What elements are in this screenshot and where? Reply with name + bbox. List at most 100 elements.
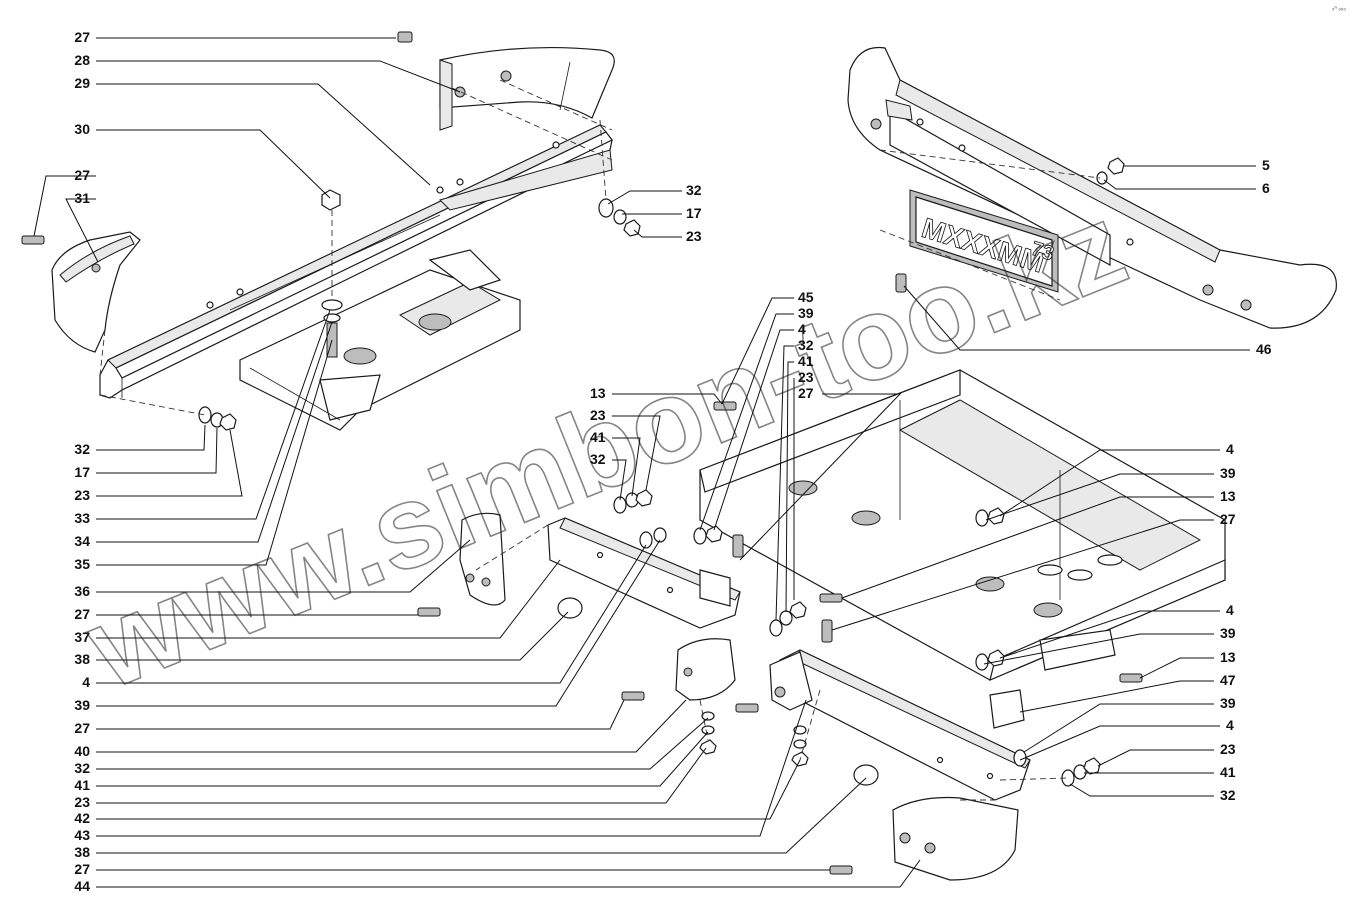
left-callout-group: 27 28 29 30 27 31 32 17 xyxy=(33,29,921,894)
callout-u4: 13 xyxy=(590,385,723,405)
svg-text:37: 37 xyxy=(74,629,90,645)
svg-text:39: 39 xyxy=(1220,465,1236,481)
callout-r5: 39 xyxy=(985,465,1236,521)
front-bumper-end-cap-left xyxy=(51,231,141,353)
svg-text:38: 38 xyxy=(74,651,90,667)
svg-text:38: 38 xyxy=(74,844,90,860)
svg-text:4: 4 xyxy=(1226,717,1234,733)
callout-l4: 30 xyxy=(74,121,331,199)
callout-l5: 27 xyxy=(33,167,96,237)
callout-l13: 36 xyxy=(74,539,471,599)
svg-text:29: 29 xyxy=(74,75,90,91)
svg-text:4: 4 xyxy=(1226,602,1234,618)
callout-r14: 23 xyxy=(1097,741,1236,767)
callout-l22: 41 xyxy=(74,731,709,793)
svg-text:33: 33 xyxy=(74,510,90,526)
callout-u13: 23 xyxy=(793,369,814,600)
svg-text:4: 4 xyxy=(82,674,90,690)
svg-text:13: 13 xyxy=(590,385,606,401)
svg-text:4: 4 xyxy=(1226,441,1234,457)
callout-l16: 38 xyxy=(74,611,569,667)
callout-r7: 27 xyxy=(831,511,1236,631)
svg-text:32: 32 xyxy=(74,760,90,776)
callout-r11: 47 xyxy=(1019,672,1236,713)
callout-r10: 13 xyxy=(1139,649,1236,679)
svg-text:32: 32 xyxy=(1220,787,1236,803)
svg-text:23: 23 xyxy=(798,369,814,385)
svg-text:42: 42 xyxy=(74,810,90,826)
svg-text:39: 39 xyxy=(1220,695,1236,711)
callout-u8: 45 xyxy=(721,289,814,405)
svg-text:6: 6 xyxy=(1262,180,1270,196)
svg-text:13: 13 xyxy=(1220,488,1236,504)
svg-text:27: 27 xyxy=(74,606,90,622)
bolts xyxy=(417,273,1143,875)
mount-plate-right xyxy=(989,629,1116,767)
svg-text:32: 32 xyxy=(686,182,702,198)
callout-u10: 4 xyxy=(713,321,806,531)
svg-text:4: 4 xyxy=(798,321,806,337)
right-callout-group: 5 6 46 4 39 13 27 4 xyxy=(831,157,1272,803)
callout-l28: 44 xyxy=(74,859,921,894)
svg-text:27: 27 xyxy=(74,861,90,877)
svg-text:39: 39 xyxy=(74,697,90,713)
callout-l2: 28 xyxy=(74,52,461,93)
svg-text:45: 45 xyxy=(798,289,814,305)
callout-l11: 34 xyxy=(74,321,333,549)
svg-text:27: 27 xyxy=(74,167,90,183)
svg-text:23: 23 xyxy=(590,407,606,423)
callout-r2: 6 xyxy=(1103,179,1270,196)
callout-l8: 17 xyxy=(74,427,218,480)
callout-r8: 4 xyxy=(999,602,1234,659)
callout-l23: 23 xyxy=(74,747,707,810)
svg-text:27: 27 xyxy=(74,29,90,45)
callout-l20: 40 xyxy=(74,699,687,759)
svg-text:17: 17 xyxy=(686,205,702,221)
svg-text:23: 23 xyxy=(74,487,90,503)
callout-u14: 27 xyxy=(739,385,902,561)
front-bumper-end-cap-right xyxy=(439,46,615,131)
callout-l27: 27 xyxy=(74,861,830,877)
callout-l1: 27 xyxy=(74,29,396,45)
svg-text:41: 41 xyxy=(798,353,814,369)
callout-l17: 4 xyxy=(82,544,647,690)
callout-l25: 43 xyxy=(74,699,807,843)
svg-text:39: 39 xyxy=(798,305,814,321)
svg-text:13: 13 xyxy=(1220,649,1236,665)
callout-l14: 27 xyxy=(74,606,418,622)
bracket-43 xyxy=(769,651,813,711)
svg-text:46: 46 xyxy=(1256,341,1272,357)
callout-l10: 33 xyxy=(74,309,331,526)
rear-spar-left xyxy=(547,517,741,629)
svg-text:30: 30 xyxy=(74,121,90,137)
callout-r12: 39 xyxy=(1023,695,1236,753)
rubber-block xyxy=(675,638,736,701)
callout-u2: 17 xyxy=(622,205,702,221)
corner-mark: ₀ⁿ ₀₀₀ xyxy=(1332,5,1346,12)
front-mounting-bracket xyxy=(239,249,521,431)
svg-text:31: 31 xyxy=(74,190,90,206)
svg-text:27: 27 xyxy=(1220,511,1236,527)
svg-text:35: 35 xyxy=(74,556,90,572)
callout-u5: 23 xyxy=(590,407,661,491)
callout-l6: 31 xyxy=(65,190,99,263)
svg-text:41: 41 xyxy=(74,777,90,793)
callout-l9: 23 xyxy=(74,429,243,503)
svg-text:27: 27 xyxy=(798,385,814,401)
round-pads xyxy=(557,597,879,786)
callout-r15: 41 xyxy=(1084,764,1236,780)
svg-text:34: 34 xyxy=(74,533,90,549)
upper-callout-group: 32 17 23 13 23 41 32 45 xyxy=(590,182,902,621)
callout-l19: 27 xyxy=(74,699,625,736)
svg-text:39: 39 xyxy=(1220,625,1236,641)
callout-l15: 37 xyxy=(74,559,561,645)
callout-r1: 5 xyxy=(1124,157,1270,173)
svg-text:32: 32 xyxy=(74,441,90,457)
rear-end-cap-right xyxy=(892,796,1019,881)
rear-end-cap-left xyxy=(459,512,506,606)
svg-text:40: 40 xyxy=(74,743,90,759)
rear-bumper-beam xyxy=(847,46,1337,329)
callout-r4: 4 xyxy=(999,441,1234,517)
front-bumper-beam xyxy=(99,124,613,399)
